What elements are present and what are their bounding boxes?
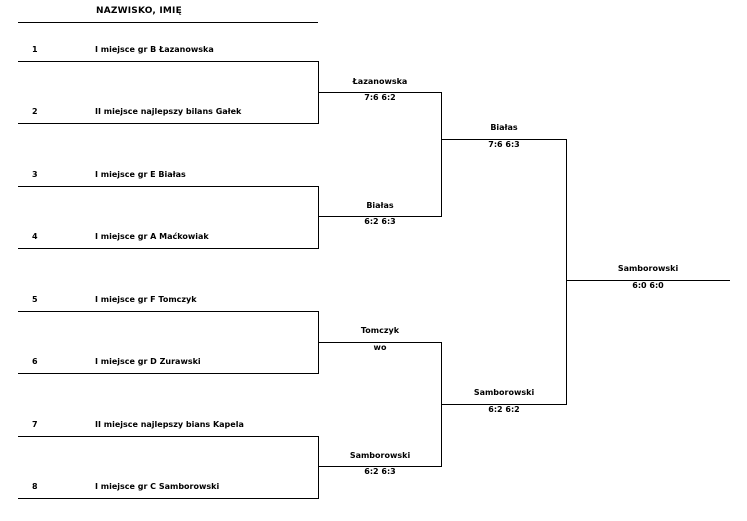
- round3-score: 7:6 6:3: [488, 140, 520, 149]
- entry-label: I miejsce gr B Łazanowska: [95, 45, 214, 54]
- entry-label: II miejsce najlepszy bians Kapela: [95, 420, 244, 429]
- entry-number: 4: [32, 232, 38, 241]
- final-winner: Samborowski: [617, 264, 679, 273]
- entry-number: 2: [32, 107, 38, 116]
- entry-line: [18, 311, 318, 312]
- round2-score: 6:2 6:3: [364, 217, 396, 226]
- bracket-connector: [441, 92, 442, 217]
- entry-number: 6: [32, 357, 38, 366]
- bracket-connector: [566, 139, 567, 405]
- entry-number: 8: [32, 482, 38, 491]
- round2-score: wo: [373, 343, 387, 352]
- round2-score: 6:2 6:3: [364, 467, 396, 476]
- round3-line: [441, 139, 567, 140]
- entry-label: II miejsce najlepszy bilans Gałek: [95, 107, 242, 116]
- entry-number: 1: [32, 45, 38, 54]
- column-header: NAZWISKO, IMIĘ: [96, 6, 182, 16]
- round3-winner: Samborowski: [473, 388, 535, 397]
- round2-winner: Białas: [366, 201, 394, 210]
- header-underline: [18, 22, 318, 23]
- entry-label: I miejsce gr D Zurawski: [95, 357, 201, 366]
- round2-line: [318, 466, 442, 467]
- entry-line: [18, 123, 318, 124]
- bracket-connector: [318, 436, 319, 499]
- round2-winner: Łazanowska: [352, 77, 408, 86]
- entry-line: [18, 61, 318, 62]
- round2-winner: Samborowski: [349, 451, 411, 460]
- entry-line: [18, 186, 318, 187]
- round3-line: [441, 404, 567, 405]
- round2-line: [318, 92, 442, 93]
- entry-line: [18, 248, 318, 249]
- entry-label: I miejsce gr F Tomczyk: [95, 295, 197, 304]
- entry-line: [18, 373, 318, 374]
- round3-winner: Białas: [490, 123, 518, 132]
- entry-label: I miejsce gr C Samborowski: [95, 482, 220, 491]
- entry-line: [18, 498, 318, 499]
- final-line: [566, 280, 730, 281]
- entry-label: I miejsce gr A Maćkowiak: [95, 232, 209, 241]
- entry-label: I miejsce gr E Białas: [95, 170, 186, 179]
- final-score: 6:0 6:0: [632, 281, 664, 290]
- entry-number: 7: [32, 420, 38, 429]
- entry-number: 5: [32, 295, 38, 304]
- entry-line: [18, 436, 318, 437]
- round3-score: 6:2 6:2: [488, 405, 520, 414]
- round2-line: [318, 342, 442, 343]
- round2-winner: Tomczyk: [360, 326, 400, 335]
- bracket-connector: [318, 186, 319, 249]
- round2-line: [318, 216, 442, 217]
- entry-number: 3: [32, 170, 38, 179]
- round2-score: 7:6 6:2: [364, 93, 396, 102]
